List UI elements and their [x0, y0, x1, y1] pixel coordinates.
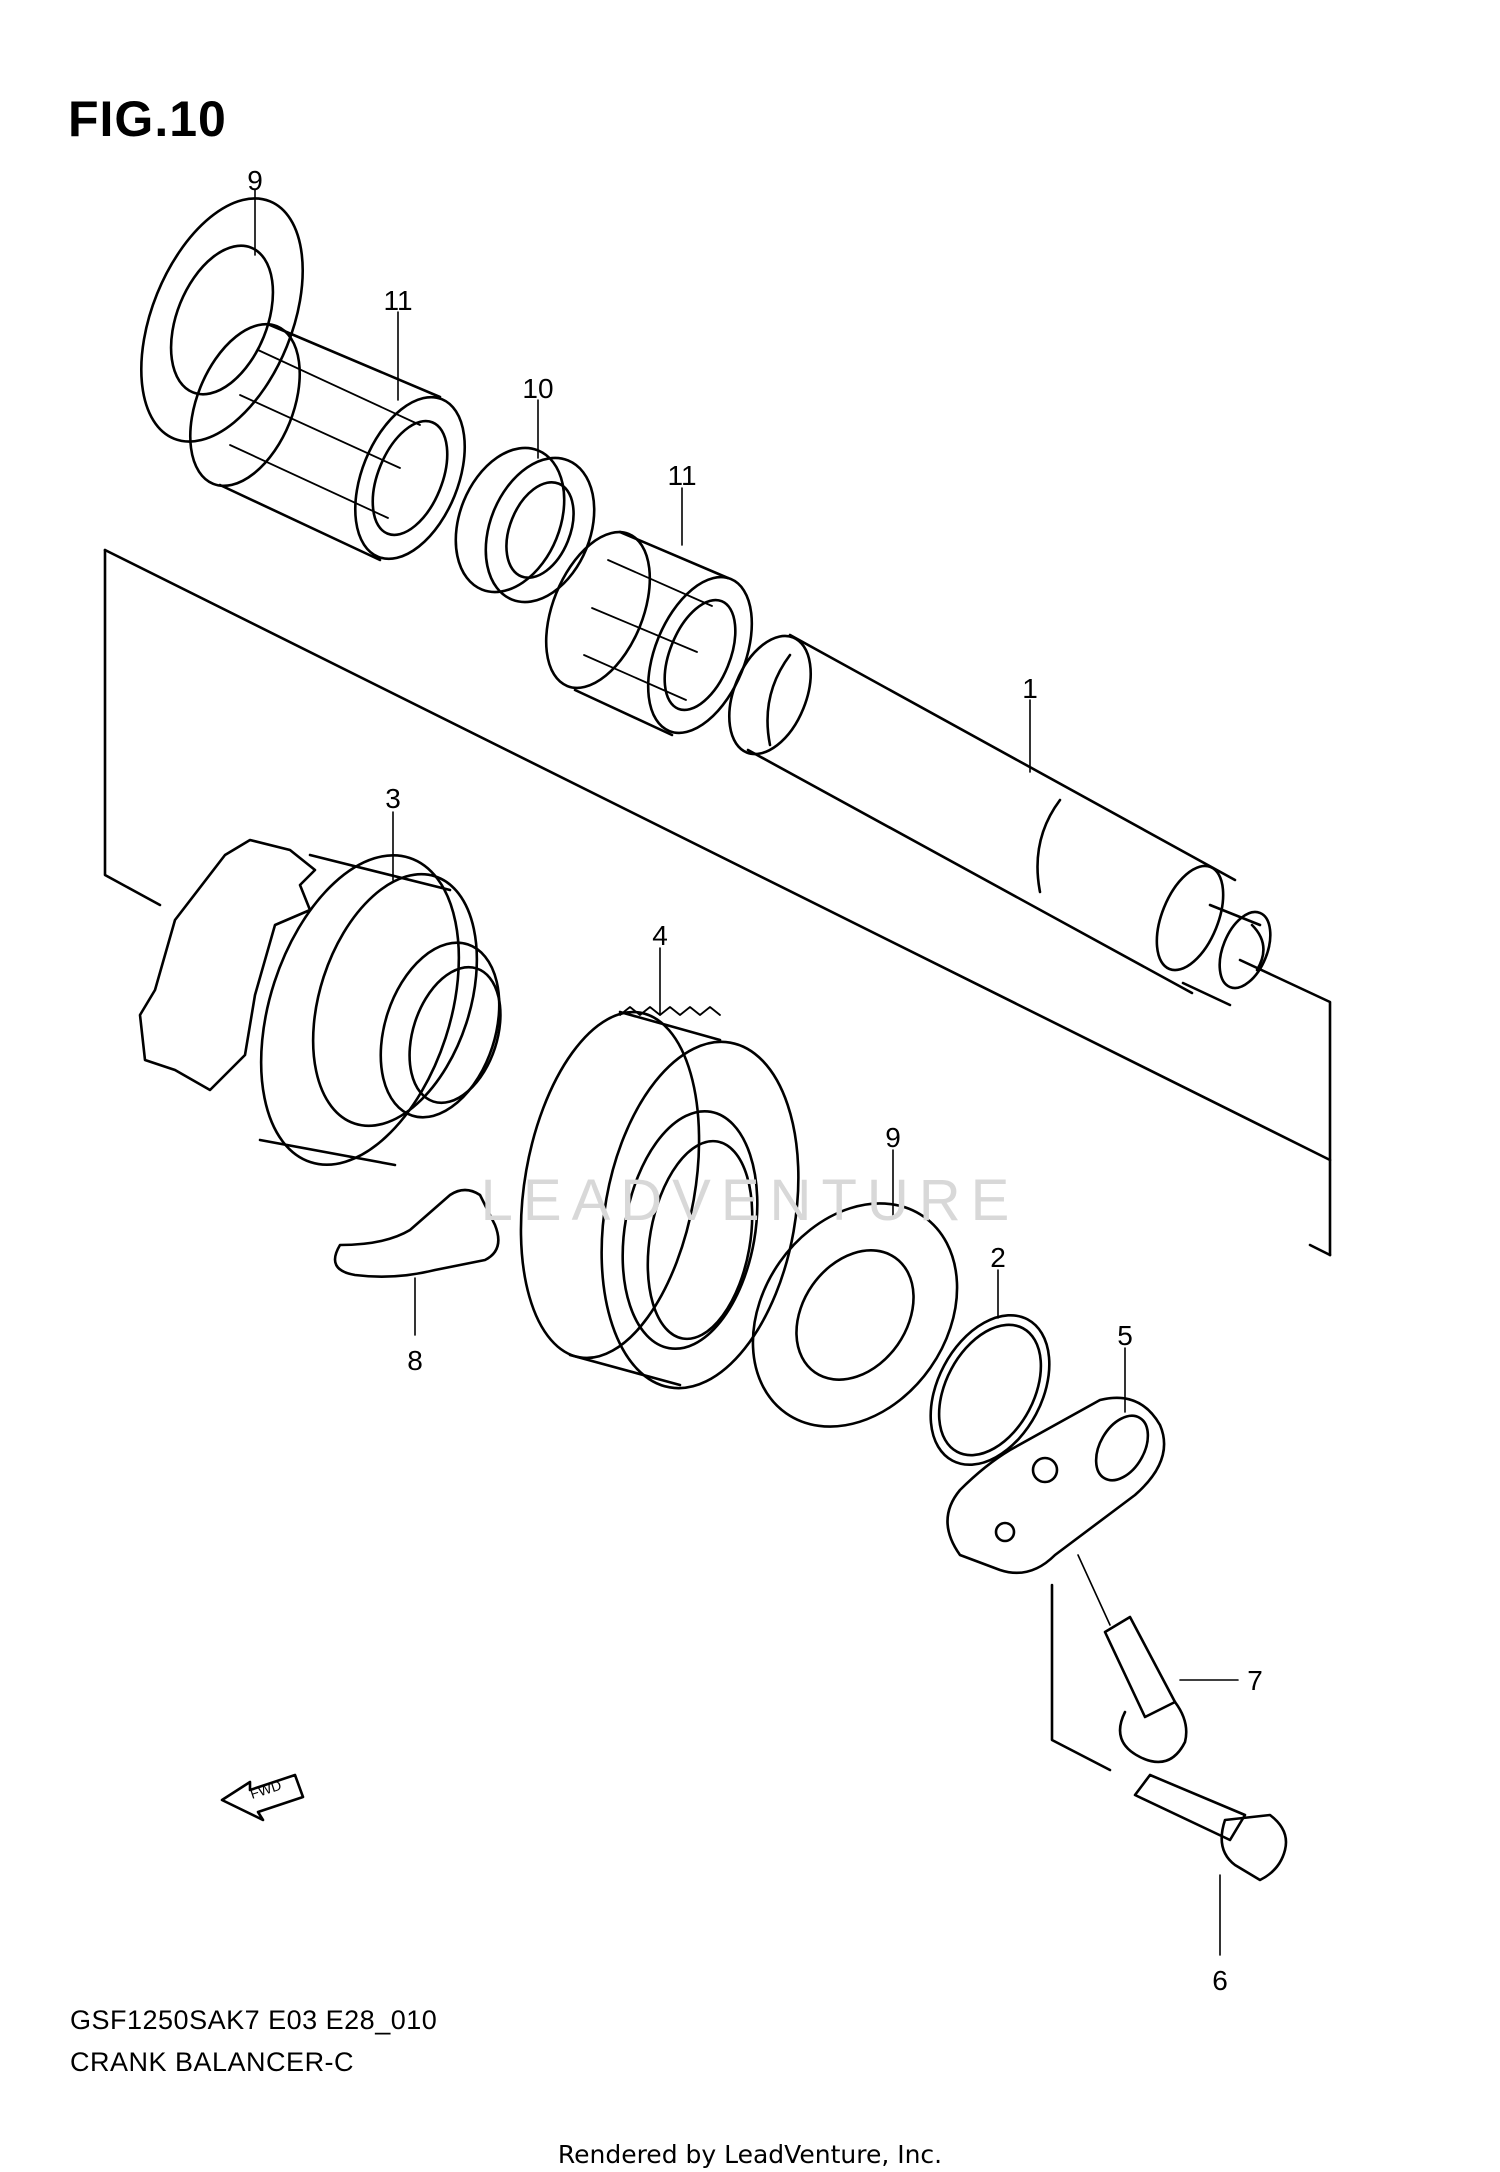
callout-11-lower: 11	[667, 460, 696, 491]
part-11-needle-bearing-upper[interactable]	[169, 308, 487, 575]
callout-8: 8	[407, 1345, 423, 1376]
part-4-driven-gear[interactable]	[496, 947, 824, 1404]
callout-2: 2	[990, 1242, 1006, 1273]
fwd-arrow-icon	[220, 1773, 305, 1822]
part-3-gear-hub[interactable]	[138, 811, 520, 1190]
callout-3: 3	[385, 783, 401, 814]
assembly-bracket	[103, 548, 1332, 1772]
rendered-by: Rendered by LeadVenture, Inc.	[557, 2140, 943, 2169]
part-2-o-ring[interactable]	[907, 1269, 1074, 1485]
callout-9-top: 9	[247, 165, 263, 196]
callout-11-upper: 11	[383, 285, 412, 316]
callout-7: 7	[1247, 1665, 1263, 1696]
part-1-shaft[interactable]	[713, 624, 1280, 1007]
part-6-flange-bolt[interactable]	[1133, 1773, 1288, 1956]
part-5-bracket[interactable]	[946, 1347, 1166, 1575]
part-7-bolt[interactable]	[1077, 1554, 1239, 1764]
part-8-key[interactable]	[333, 1188, 500, 1336]
callout-5: 5	[1117, 1320, 1133, 1351]
part-9-washer-top[interactable]	[109, 175, 335, 465]
watermark: LEADVENTURE	[481, 1168, 1020, 1233]
callout-10: 10	[522, 373, 553, 404]
model-code: GSF1250SAK7 E03 E28_010	[70, 2005, 438, 2035]
fwd-label: FWD	[248, 1777, 283, 1802]
part-9-washer-lower[interactable]	[711, 1149, 999, 1466]
figure-title: FIG.10	[68, 91, 227, 147]
diagram-name: CRANK BALANCER-C	[70, 2047, 355, 2077]
callout-9-lower: 9	[885, 1122, 901, 1153]
callout-1: 1	[1022, 673, 1038, 704]
callout-6: 6	[1212, 1965, 1228, 1996]
callout-4: 4	[652, 920, 668, 951]
part-11-needle-bearing-lower[interactable]	[526, 487, 773, 748]
